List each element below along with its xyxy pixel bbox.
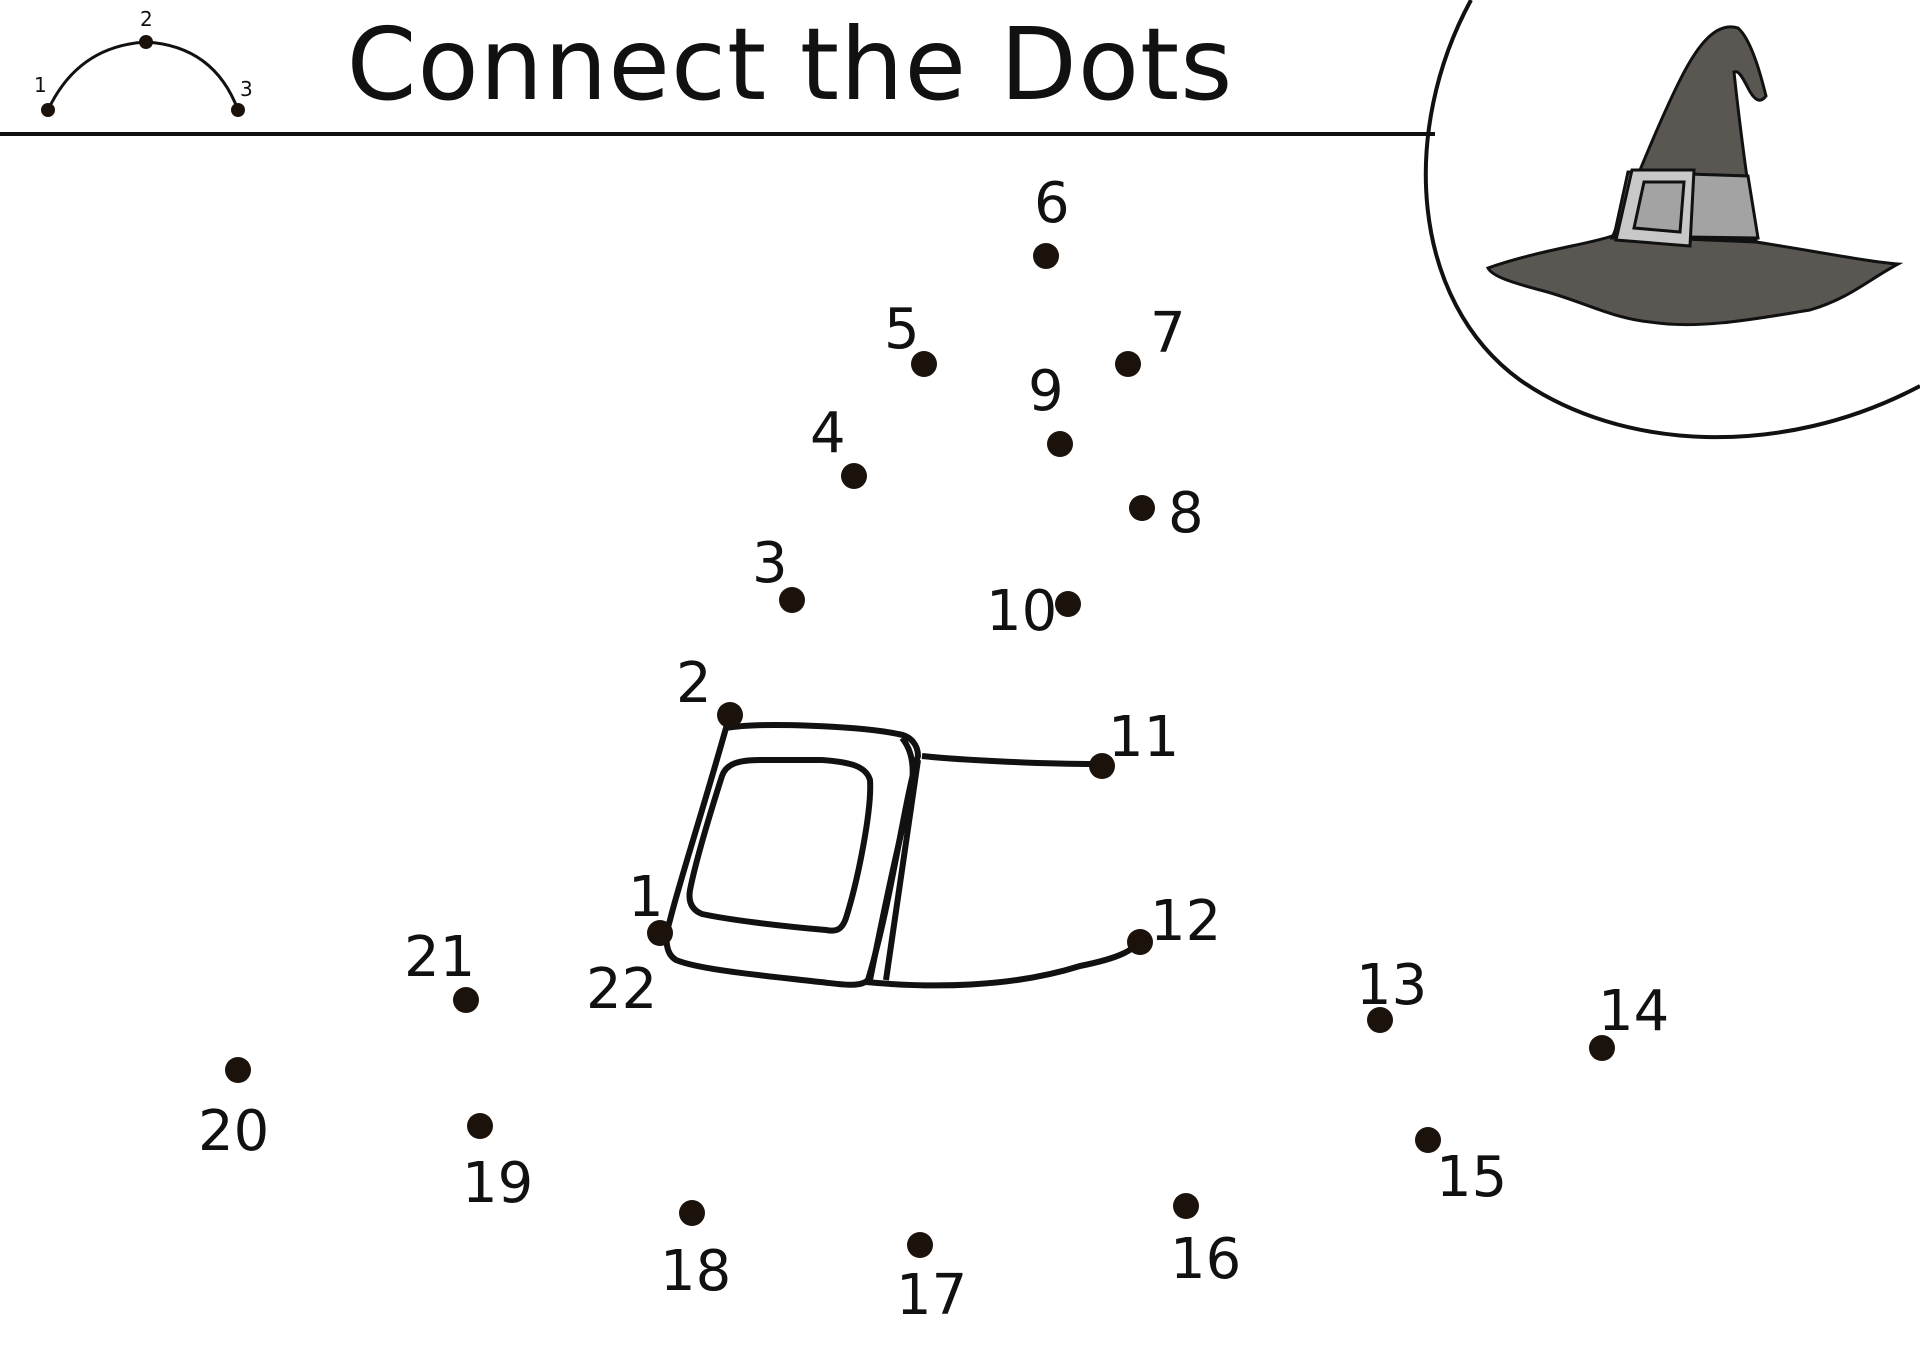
dot-label-19: 19 — [462, 1151, 533, 1216]
dot-11[interactable]: 11 — [1089, 705, 1179, 779]
dot-label-12: 12 — [1150, 889, 1221, 954]
witch-hat-icon — [1485, 25, 1904, 327]
dot-label-20: 20 — [198, 1099, 269, 1164]
dot-15[interactable]: 15 — [1415, 1127, 1507, 1210]
dot-label-2: 2 — [676, 651, 712, 716]
arc-example-icon: 1 2 3 — [34, 7, 253, 117]
dot-16[interactable]: 16 — [1170, 1193, 1241, 1292]
dot-5[interactable]: 5 — [884, 297, 937, 377]
dot-label-11: 11 — [1108, 705, 1179, 770]
dot-label-15: 15 — [1436, 1145, 1507, 1210]
dot-14[interactable]: 14 — [1589, 979, 1669, 1061]
dot-18[interactable]: 18 — [660, 1200, 731, 1304]
dot-label-17: 17 — [896, 1263, 967, 1328]
legend-label-3: 3 — [240, 77, 253, 101]
dot-19[interactable]: 19 — [462, 1113, 533, 1216]
dot-9[interactable]: 9 — [1028, 359, 1073, 457]
preview-circle — [1423, 0, 1920, 440]
dot-label-13: 13 — [1356, 953, 1427, 1018]
dot-label-14: 14 — [1598, 979, 1669, 1044]
dot-label-18: 18 — [660, 1239, 731, 1304]
dot-17[interactable]: 17 — [896, 1232, 967, 1328]
dots-layer: 1 2 3 4 5 6 7 8 — [198, 171, 1669, 1328]
dot-label-4: 4 — [810, 401, 846, 466]
dot-7[interactable]: 7 — [1115, 301, 1186, 377]
dot-label-7: 7 — [1150, 301, 1186, 366]
dot-8[interactable]: 8 — [1129, 481, 1204, 546]
dot-label-9: 9 — [1028, 359, 1064, 424]
dot-label-5: 5 — [884, 297, 920, 362]
dot-22[interactable]: 22 — [586, 957, 657, 1022]
dot-label-10: 10 — [986, 579, 1057, 644]
dot-label-16: 16 — [1170, 1227, 1241, 1292]
dot-12[interactable]: 12 — [1127, 889, 1221, 955]
buckle-outline — [663, 722, 1143, 989]
dot-label-8: 8 — [1168, 481, 1204, 546]
dot-13[interactable]: 13 — [1356, 953, 1427, 1033]
dot-label-1: 1 — [628, 865, 664, 930]
dot-20[interactable]: 20 — [198, 1057, 269, 1164]
dot-21[interactable]: 21 — [404, 925, 479, 1013]
dot-3[interactable]: 3 — [752, 531, 805, 613]
dot-1[interactable]: 1 — [628, 865, 673, 946]
dot-6[interactable]: 6 — [1033, 171, 1070, 269]
dot-4[interactable]: 4 — [810, 401, 867, 489]
dot-label-3: 3 — [752, 531, 788, 596]
dot-label-22: 22 — [586, 957, 657, 1022]
legend-label-1: 1 — [34, 73, 47, 97]
dot-2[interactable]: 2 — [676, 651, 743, 728]
dot-label-6: 6 — [1034, 171, 1070, 236]
legend-label-2: 2 — [140, 7, 153, 31]
dot-10[interactable]: 10 — [986, 579, 1081, 644]
dot-label-21: 21 — [404, 925, 475, 990]
page-title: Connect the Dots — [346, 6, 1234, 123]
